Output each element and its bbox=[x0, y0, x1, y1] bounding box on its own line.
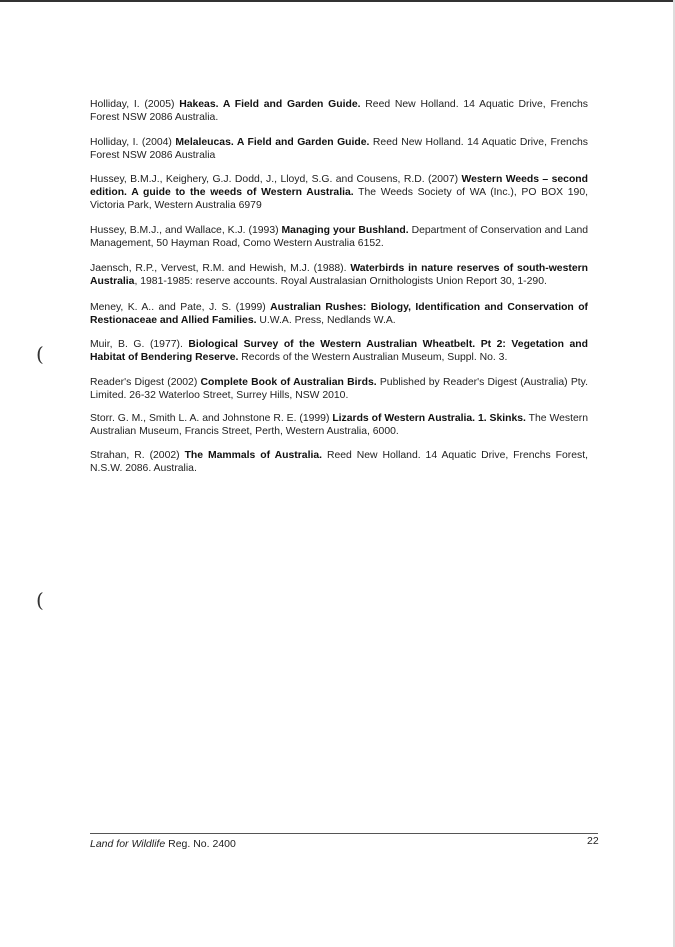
reference-entry: Reader's Digest (2002) Complete Book of … bbox=[90, 376, 588, 402]
reference-entry: Strahan, R. (2002) The Mammals of Austra… bbox=[90, 449, 588, 475]
reference-authors: Holliday, I. (2005) bbox=[90, 99, 180, 110]
footer-registration: Land for Wildlife Reg. No. 2400 bbox=[90, 838, 236, 850]
scan-right-edge bbox=[673, 0, 675, 947]
reference-authors: Meney, K. A.. and Pate, J. S. (1999) bbox=[90, 302, 271, 313]
page-number: 22 bbox=[587, 835, 599, 847]
reference-authors: Muir, B. G. (1977). bbox=[90, 339, 189, 350]
reference-authors: Reader's Digest (2002) bbox=[90, 377, 201, 388]
reference-entry: Muir, B. G. (1977). Biological Survey of… bbox=[90, 338, 588, 364]
reference-authors: Hussey, B.M.J., and Wallace, K.J. (1993) bbox=[90, 225, 282, 236]
reference-publisher: Reed New Holland. 14 Aquatic Drive, Fren… bbox=[90, 99, 588, 123]
reference-publisher: Published by Reader's Digest (Australia)… bbox=[90, 377, 588, 401]
reference-title: Hakeas. A Field and Garden Guide. bbox=[179, 99, 361, 110]
reference-entry: Hussey, B.M.J., Keighery, G.J. Dodd, J.,… bbox=[90, 173, 588, 212]
reference-authors: Storr. G. M., Smith L. A. and Johnstone … bbox=[90, 413, 333, 424]
reference-title: Western Weeds – second edition. A guide … bbox=[90, 174, 588, 198]
reference-publisher: The Weeds Society of WA (Inc.), PO BOX 1… bbox=[90, 187, 588, 211]
reference-entry: Holliday, I. (2005) Hakeas. A Field and … bbox=[90, 98, 588, 124]
reference-publisher: Reed New Holland. 14 Aquatic Drive, Fren… bbox=[90, 137, 588, 161]
reference-entry: Meney, K. A.. and Pate, J. S. (1999) Aus… bbox=[90, 301, 588, 327]
reference-publisher: Reed New Holland. 14 Aquatic Drive, Fren… bbox=[90, 450, 588, 474]
reference-authors: Jaensch, R.P., Vervest, R.M. and Hewish,… bbox=[90, 263, 351, 274]
reference-publisher: U.W.A. Press, Nedlands W.A. bbox=[256, 315, 396, 326]
reference-authors: Strahan, R. (2002) bbox=[90, 450, 185, 461]
scan-top-edge bbox=[0, 0, 675, 2]
reference-title: Complete Book of Australian Birds. bbox=[200, 377, 377, 388]
reference-title: Waterbirds in nature reserves of south-w… bbox=[90, 263, 588, 287]
reference-publisher: Department of Conservation and Land Mana… bbox=[90, 225, 589, 249]
reference-authors: Hussey, B.M.J., Keighery, G.J. Dodd, J.,… bbox=[90, 174, 462, 185]
reference-publisher: , 1981-1985: reserve accounts. Royal Aus… bbox=[134, 276, 547, 287]
reference-authors: Holliday, I. (2004) bbox=[90, 137, 176, 148]
reference-entry: Hussey, B.M.J., and Wallace, K.J. (1993)… bbox=[90, 224, 588, 250]
footer-program-name: Land for Wildlife bbox=[90, 838, 166, 850]
reference-title: Biological Survey of the Western Austral… bbox=[90, 339, 588, 363]
reference-title: The Mammals of Australia. bbox=[184, 450, 323, 461]
reference-publisher: Records of the Western Australian Museum… bbox=[238, 352, 508, 363]
reference-entry: Jaensch, R.P., Vervest, R.M. and Hewish,… bbox=[90, 262, 588, 288]
reference-publisher: The Western Australian Museum, Francis S… bbox=[90, 413, 588, 437]
reference-title: Managing your Bushland. bbox=[281, 225, 409, 236]
footer-reg-number: Reg. No. 2400 bbox=[165, 838, 236, 850]
reference-title: Melaleucas. A Field and Garden Guide. bbox=[175, 137, 370, 148]
reference-entry: Storr. G. M., Smith L. A. and Johnstone … bbox=[90, 412, 588, 438]
reference-entry: Holliday, I. (2004) Melaleucas. A Field … bbox=[90, 136, 588, 162]
scan-punch-mark: ( bbox=[36, 588, 44, 612]
footer-divider bbox=[90, 833, 598, 834]
reference-title: Lizards of Western Australia. 1. Skinks. bbox=[332, 413, 526, 424]
scan-punch-mark: ( bbox=[36, 342, 44, 366]
reference-title: Australian Rushes: Biology, Identificati… bbox=[90, 302, 588, 326]
